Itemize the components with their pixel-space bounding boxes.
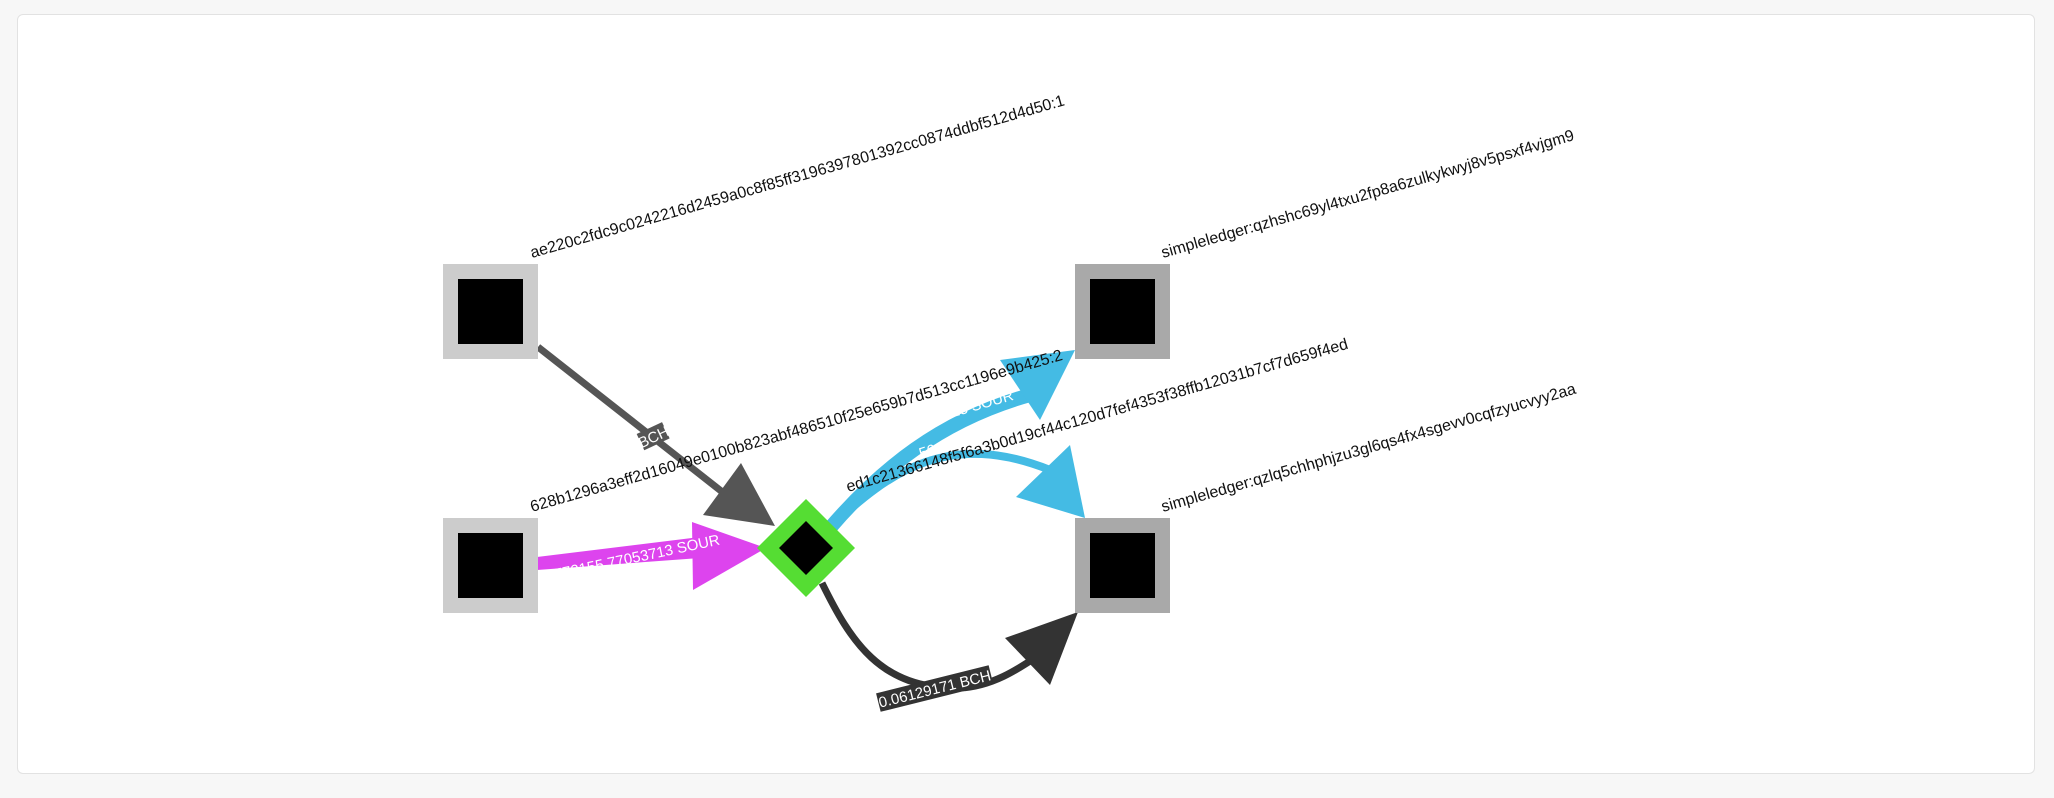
edge-band (537, 537, 700, 570)
node-body (458, 533, 523, 598)
node-input-a[interactable]: ae220c2fdc9c0242216d2459a0c8f85ff3196397… (443, 93, 1067, 359)
node-label-address-1: simpleledger:qzhshc69yl4txu2fp8a6zulkykw… (1159, 127, 1576, 262)
node-body (779, 521, 833, 575)
node-label-address-2: simpleledger:qzlq5chhphjzu3gl6qs4fx4sgev… (1159, 381, 1578, 516)
edge-label-bg (876, 665, 994, 712)
edge-arrowhead (1016, 445, 1085, 518)
node-body (1090, 533, 1155, 598)
edge-arrowhead (1005, 612, 1078, 685)
node-address-2[interactable]: simpleledger:qzlq5chhphjzu3gl6qs4fx4sgev… (1075, 381, 1578, 613)
node-label-input-b: 628b1296a3eff2d16049e0100b823abf486510f2… (528, 347, 1064, 516)
edge-arrowhead (1000, 350, 1075, 420)
node-body (458, 279, 523, 344)
edge-line (827, 449, 1052, 531)
node-address-1[interactable]: simpleledger:qzhshc69yl4txu2fp8a6zulkykw… (1075, 127, 1576, 359)
node-label-input-a: ae220c2fdc9c0242216d2459a0c8f85ff3196397… (528, 93, 1066, 262)
node-body (1090, 279, 1155, 344)
edge-arrowhead (692, 522, 766, 590)
edge-arrowhead (703, 463, 775, 526)
node-input-b[interactable]: 628b1296a3eff2d16049e0100b823abf486510f2… (443, 347, 1065, 613)
edge-label-bg (636, 422, 670, 451)
edge-input-a-to-tx[interactable]: BCH (535, 344, 775, 526)
edge-tx-to-addr-2-bch[interactable]: 0.06129171 BCH (818, 581, 1078, 712)
edge-input-b-to-tx[interactable]: 773155.77053713 SOUR (537, 522, 766, 590)
edge-line (535, 344, 733, 501)
